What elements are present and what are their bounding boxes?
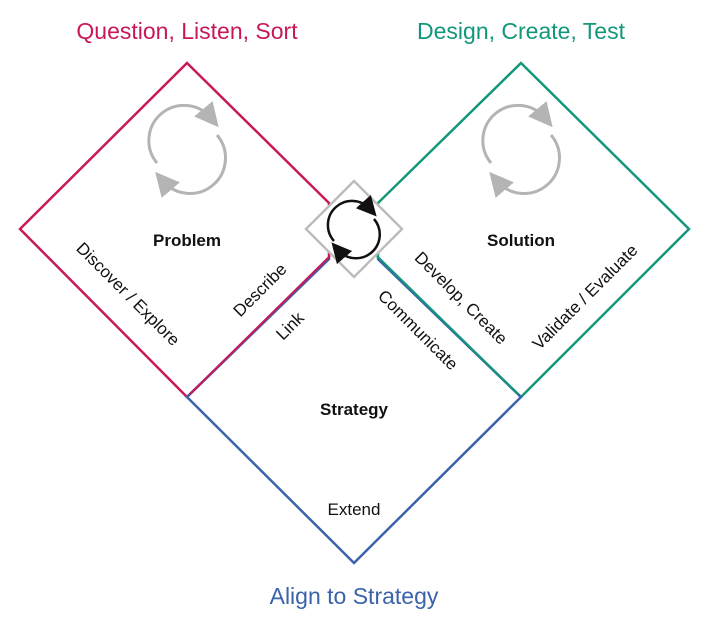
solution-label: Solution [487,231,555,250]
strategy-heading: Align to Strategy [270,583,439,609]
problem-heading: Question, Listen, Sort [76,18,298,44]
validate-evaluate-label: Validate / Evaluate [529,241,642,354]
solution-heading: Design, Create, Test [417,18,626,44]
discover-explore-label: Discover / Explore [72,239,183,350]
center-diamond [304,179,404,279]
solution-strategy-shared-edge [376,255,519,395]
problem-cycle-icon [147,101,227,198]
center-cycle-icon [326,194,381,265]
problem-strategy-shared-edge [189,255,331,395]
problem-label: Problem [153,231,221,250]
problem-diamond [18,61,331,399]
communicate-label: Communicate [374,286,462,374]
describe-label: Describe [230,260,291,321]
strategy-label: Strategy [320,400,389,419]
extend-label: Extend [328,500,381,519]
link-label: Link [272,308,308,344]
solution-cycle-icon [481,101,561,198]
